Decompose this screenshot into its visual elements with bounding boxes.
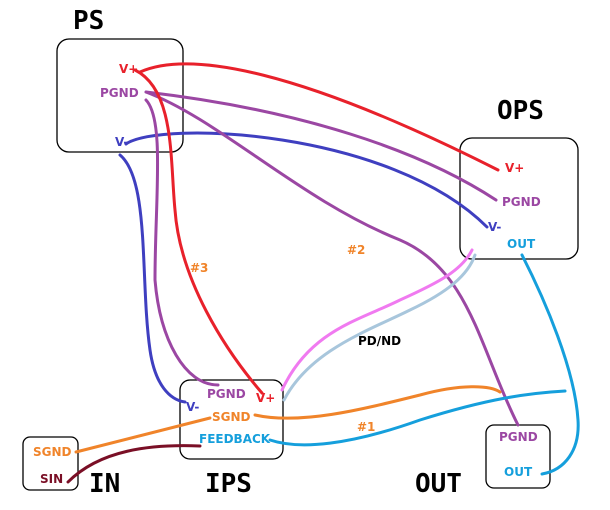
ips-feedback-label: FEEDBACK	[199, 432, 271, 446]
wire-ps-vminus-to-ops-vminus	[124, 131, 489, 229]
in-sgnd-label: SGND	[33, 445, 72, 459]
wire-in-sin-to-ips	[66, 444, 202, 484]
ips-title: IPS	[205, 469, 252, 499]
wire-ps-vplus-to-ops-vplus	[138, 62, 500, 172]
ips-sgnd-label: SGND	[212, 410, 251, 424]
wire-ops-out-to-out-out	[520, 253, 580, 476]
ops-vplus-label: V+	[505, 161, 524, 175]
in-block	[22, 436, 79, 491]
ps-pgnd-label: PGND	[100, 86, 139, 100]
in-sin-label: SIN	[40, 472, 63, 486]
wire-ips-sgnd-to-out-1	[253, 385, 502, 420]
annotation-pdnd: PD/ND	[358, 334, 401, 348]
ops-block	[459, 137, 579, 260]
out-pgnd-label: PGND	[499, 430, 538, 444]
out-out-label: OUT	[504, 465, 533, 479]
annotation-1: #1	[357, 420, 375, 434]
ips-pgnd-label: PGND	[207, 387, 246, 401]
ops-title: OPS	[497, 96, 544, 126]
ops-vminus-label: V-	[488, 220, 501, 234]
wire-ps-pgnd-to-ops-pgnd	[144, 90, 498, 202]
ips-vminus-label: V-	[186, 400, 199, 414]
ps-title: PS	[73, 6, 104, 36]
ps-vplus-label: V+	[119, 62, 138, 76]
annotation-3: #3	[190, 261, 208, 275]
ps-vminus-label: V-	[115, 135, 128, 149]
wire-ps-pgnd-to-out-pgnd-2	[144, 90, 520, 427]
wire-ps-vplus-to-ips-vplus-3	[133, 68, 264, 395]
ops-out-label: OUT	[507, 237, 536, 251]
out-title: OUT	[415, 469, 462, 499]
wire-ps-pgnd-to-ips-pgnd	[144, 98, 220, 387]
wire-ips-to-ops-lightblue	[282, 253, 477, 402]
wire-ps-vminus-to-ips-vminus	[118, 153, 187, 404]
annotation-2: #2	[347, 243, 365, 257]
ips-vplus-label: V+	[256, 391, 275, 405]
in-title: IN	[89, 469, 120, 499]
wire-in-sgnd-to-ips-sgnd	[74, 416, 212, 454]
wire-feedback-to-ops-out	[268, 389, 567, 447]
wire-ips-to-ops-pink	[280, 248, 474, 392]
ops-pgnd-label: PGND	[502, 195, 541, 209]
